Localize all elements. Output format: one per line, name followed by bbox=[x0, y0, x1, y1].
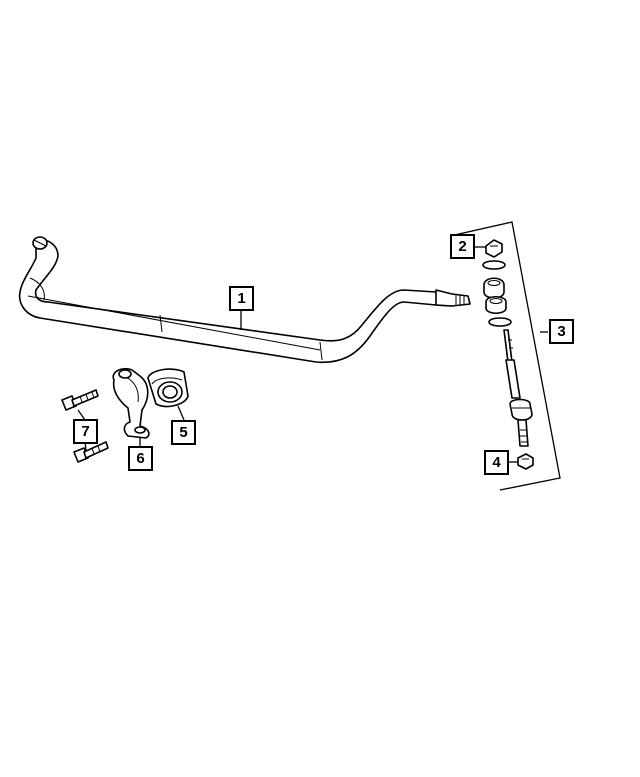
nut-bottom bbox=[517, 453, 534, 470]
lower-bushing bbox=[485, 295, 507, 315]
callout-5: 5 bbox=[171, 420, 196, 445]
callout-5-label: 5 bbox=[179, 424, 187, 441]
callout-3-label: 3 bbox=[557, 323, 565, 340]
upper-bushing bbox=[483, 277, 505, 299]
callout-6: 6 bbox=[128, 446, 153, 471]
callout-2: 2 bbox=[450, 234, 475, 259]
callout-7-label: 7 bbox=[81, 423, 89, 440]
bolt-lower bbox=[73, 441, 109, 463]
stabilizer-link bbox=[503, 329, 533, 447]
nut-top bbox=[485, 239, 503, 258]
callout-1-label: 1 bbox=[237, 290, 245, 307]
callout-4-label: 4 bbox=[492, 454, 501, 471]
callout-3: 3 bbox=[549, 319, 574, 344]
bolt-upper bbox=[61, 389, 99, 411]
callout-4: 4 bbox=[484, 450, 509, 475]
callout-6-label: 6 bbox=[136, 450, 144, 467]
callout-2-label: 2 bbox=[458, 238, 466, 255]
clamp-bracket bbox=[112, 367, 150, 439]
bar-bushing bbox=[147, 368, 189, 408]
callout-1: 1 bbox=[229, 286, 254, 311]
link-assembly bbox=[449, 221, 561, 491]
callout-7: 7 bbox=[73, 419, 98, 444]
stabilizer-bar bbox=[18, 236, 471, 364]
